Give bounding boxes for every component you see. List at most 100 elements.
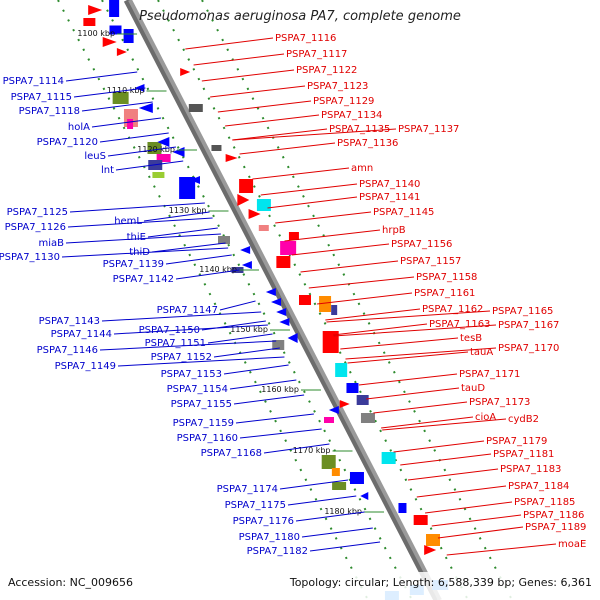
gene-feature-7[interactable] <box>180 68 191 76</box>
forward-gene-label[interactable]: moaE <box>558 539 586 550</box>
reverse-gene-label[interactable]: PSPA7_1139 <box>103 259 164 270</box>
gene-feature-58[interactable] <box>360 492 369 500</box>
forward-gene-label[interactable]: cydB2 <box>508 414 539 425</box>
forward-gene-label[interactable]: PSPA7_1186 <box>523 510 584 521</box>
reverse-gene-label[interactable]: PSPA7_1152 <box>151 352 212 363</box>
forward-gene-label[interactable]: PSPA7_1157 <box>400 256 461 267</box>
gene-feature-3[interactable] <box>102 37 117 47</box>
reverse-gene-label[interactable]: PSPA7_1115 <box>11 92 72 103</box>
reverse-gene-label[interactable]: PSPA7_1130 <box>0 252 60 263</box>
gene-feature-62[interactable] <box>424 545 437 555</box>
reverse-gene-label[interactable]: PSPA7_1174 <box>217 484 278 495</box>
forward-gene-label[interactable]: PSPA7_1167 <box>498 320 559 331</box>
gene-feature-11[interactable] <box>138 103 153 113</box>
gene-feature-10[interactable] <box>112 92 129 104</box>
forward-gene-label[interactable]: hrpB <box>382 225 406 236</box>
gene-feature-46[interactable] <box>335 363 348 377</box>
gene-feature-0[interactable] <box>88 5 103 15</box>
gene-feature-20[interactable] <box>179 177 196 199</box>
gene-feature-4[interactable] <box>116 48 127 56</box>
gene-feature-61[interactable] <box>426 534 440 546</box>
gene-feature-52[interactable] <box>328 406 339 414</box>
reverse-gene-label[interactable]: PSPA7_1159 <box>173 418 234 429</box>
gene-feature-1[interactable] <box>83 18 96 26</box>
gene-feature-9[interactable] <box>134 84 145 92</box>
forward-gene-label[interactable]: tauA <box>470 347 493 358</box>
reverse-gene-label[interactable]: PSPA7_1125 <box>7 207 68 218</box>
forward-gene-label[interactable]: amn <box>351 163 373 174</box>
gene-feature-40[interactable] <box>299 295 311 305</box>
reverse-gene-label[interactable]: PSPA7_1151 <box>145 338 206 349</box>
gene-feature-24[interactable] <box>239 179 254 193</box>
forward-gene-label[interactable]: PSPA7_1163 <box>429 319 490 330</box>
gene-feature-56[interactable] <box>331 468 340 476</box>
forward-gene-label[interactable]: PSPA7_1183 <box>500 464 561 475</box>
gene-feature-44[interactable] <box>272 340 285 350</box>
forward-gene-label[interactable]: PSPA7_1171 <box>459 369 520 380</box>
gene-feature-17[interactable] <box>152 172 165 178</box>
reverse-gene-label[interactable]: PSPA7_1150 <box>139 325 200 336</box>
reverse-gene-label[interactable]: PSPA7_1180 <box>239 532 300 543</box>
gene-feature-26[interactable] <box>248 209 261 219</box>
gene-feature-59[interactable] <box>398 503 407 513</box>
forward-gene-label[interactable]: PSPA7_1179 <box>486 436 547 447</box>
forward-gene-label[interactable]: PSPA7_1141 <box>359 192 420 203</box>
gene-feature-25[interactable] <box>256 199 271 211</box>
forward-gene-label[interactable]: PSPA7_1158 <box>416 272 477 283</box>
gene-feature-48[interactable] <box>356 395 369 405</box>
reverse-gene-label[interactable]: PSPA7_1155 <box>171 399 232 410</box>
forward-gene-label[interactable]: tauD <box>461 383 485 394</box>
gene-feature-29[interactable] <box>288 232 299 240</box>
forward-gene-label[interactable]: PSPA7_1170 <box>498 343 559 354</box>
reverse-gene-label[interactable]: PSPA7_1154 <box>167 384 228 395</box>
gene-feature-37[interactable] <box>271 298 282 306</box>
forward-gene-label[interactable]: PSPA7_1181 <box>493 449 554 460</box>
gene-feature-50[interactable] <box>339 400 350 408</box>
gene-feature-51[interactable] <box>324 417 334 423</box>
gene-feature-8[interactable] <box>188 104 203 112</box>
gene-feature-32[interactable] <box>218 236 230 244</box>
forward-gene-label[interactable]: PSPA7_1161 <box>414 288 475 299</box>
forward-gene-label[interactable]: PSPA7_1173 <box>469 397 530 408</box>
forward-gene-label[interactable]: PSPA7_1116 <box>275 33 336 44</box>
gene-feature-31[interactable] <box>276 256 291 268</box>
reverse-gene-label[interactable]: PSPA7_1142 <box>113 274 174 285</box>
forward-gene-label[interactable]: PSPA7_1162 <box>422 304 483 315</box>
gene-feature-22[interactable] <box>225 154 238 162</box>
gene-feature-27[interactable] <box>237 194 250 206</box>
gene-feature-5[interactable] <box>109 0 120 17</box>
reverse-gene-label[interactable]: hemL <box>114 216 142 227</box>
gene-feature-28[interactable] <box>258 225 269 231</box>
forward-gene-label[interactable]: PSPA7_1165 <box>492 306 553 317</box>
gene-feature-42[interactable] <box>331 305 338 315</box>
reverse-gene-label[interactable]: PSPA7_1118 <box>19 106 80 117</box>
reverse-gene-label[interactable]: PSPA7_1182 <box>247 546 308 557</box>
gene-feature-13[interactable] <box>127 119 134 129</box>
reverse-gene-label[interactable]: PSPA7_1168 <box>201 448 262 459</box>
gene-feature-2[interactable] <box>109 25 122 35</box>
forward-gene-label[interactable]: PSPA7_1145 <box>373 207 434 218</box>
forward-gene-label[interactable]: PSPA7_1135 <box>329 124 390 135</box>
gene-feature-45[interactable] <box>287 333 298 343</box>
forward-gene-label[interactable]: cioA <box>475 412 496 423</box>
gene-feature-49[interactable] <box>360 413 375 423</box>
gene-feature-30[interactable] <box>280 241 297 255</box>
forward-gene-label[interactable]: PSPA7_1189 <box>525 522 586 533</box>
reverse-gene-label[interactable]: PSPA7_1120 <box>37 137 98 148</box>
gene-feature-57[interactable] <box>332 482 347 490</box>
gene-feature-39[interactable] <box>279 318 290 326</box>
reverse-gene-label[interactable]: PSPA7_1160 <box>177 433 238 444</box>
forward-gene-label[interactable]: PSPA7_1137 <box>398 124 459 135</box>
reverse-gene-label[interactable]: PSPA7_1143 <box>39 316 100 327</box>
gene-feature-38[interactable] <box>276 308 287 316</box>
reverse-gene-label[interactable]: lnt <box>101 165 114 176</box>
reverse-gene-label[interactable]: PSPA7_1176 <box>233 516 294 527</box>
gene-feature-34[interactable] <box>241 261 252 269</box>
forward-gene-label[interactable]: PSPA7_1122 <box>296 65 357 76</box>
forward-gene-label[interactable]: PSPA7_1156 <box>391 239 452 250</box>
forward-gene-label[interactable]: PSPA7_1185 <box>514 497 575 508</box>
gene-feature-36[interactable] <box>265 288 276 296</box>
reverse-gene-label[interactable]: miaB <box>38 238 64 249</box>
forward-gene-label[interactable]: PSPA7_1134 <box>321 110 382 121</box>
